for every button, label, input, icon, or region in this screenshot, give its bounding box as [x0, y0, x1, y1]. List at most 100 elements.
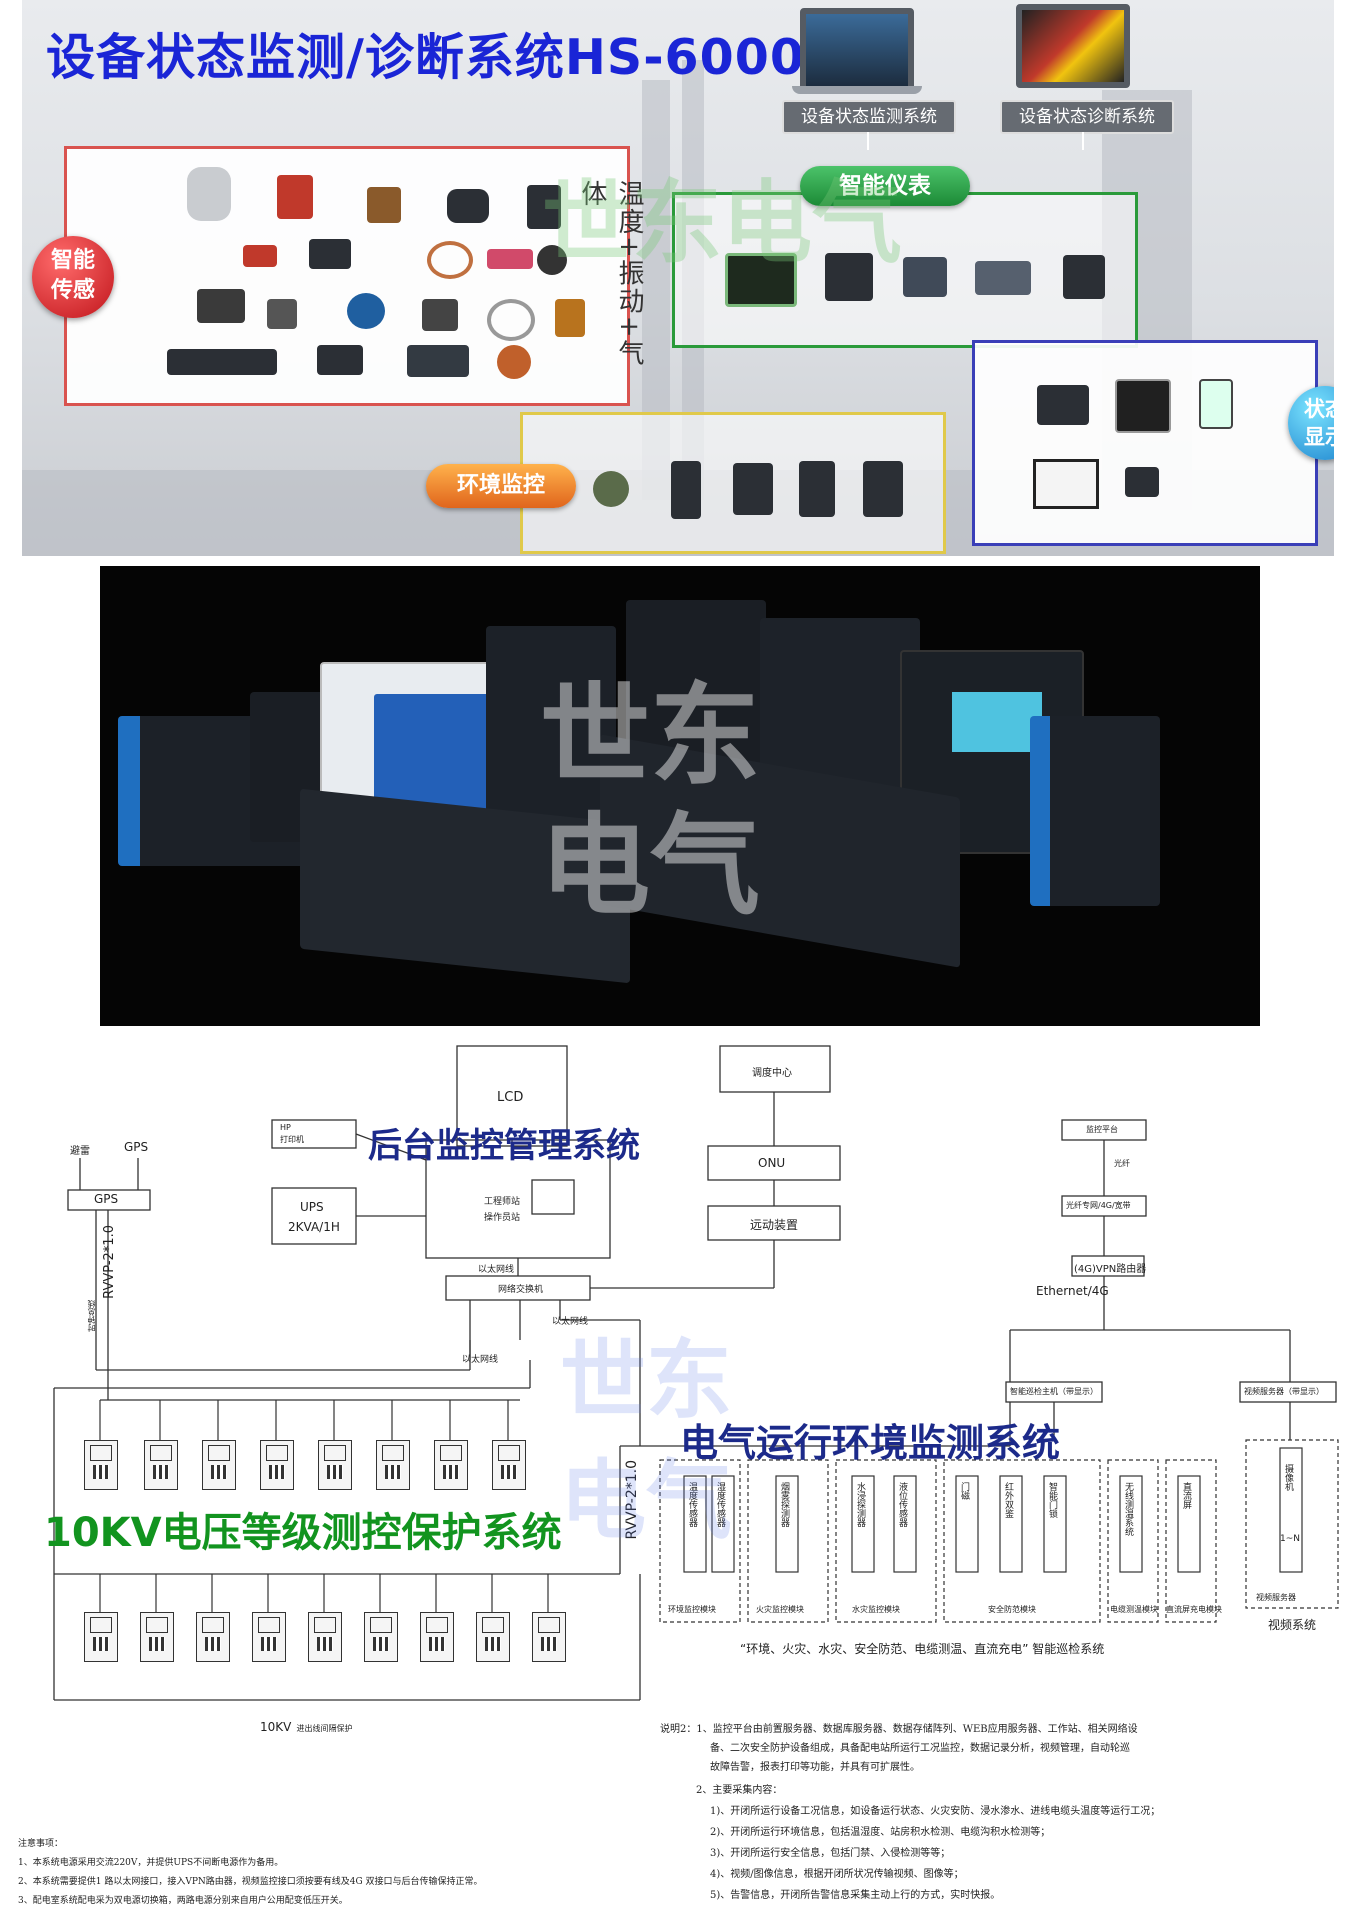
ct-ring-device [497, 345, 531, 379]
relay-device [532, 1612, 566, 1662]
meter-device [903, 257, 947, 297]
group-cable-label: 电缆测温模块 [1110, 1605, 1158, 1614]
ups-capacity-label: 2KVA/1H [288, 1220, 340, 1234]
sensor-smoke: 烟雾探测器 [779, 1482, 789, 1527]
sensing-types-text: 温度+振动+气体 [577, 180, 644, 368]
meter-device [825, 253, 873, 301]
vibration-sensor [537, 245, 567, 275]
sensing-panel [64, 146, 630, 406]
relay-device [84, 1440, 118, 1490]
note-left-item-1: 1、本系统电源采用交流220V，并提供UPS不间断电源作为备用。 [18, 1858, 284, 1868]
status-display-panel [972, 340, 1318, 546]
display-device [1037, 385, 1089, 425]
relay-device [308, 1612, 342, 1662]
monitor-screen [1016, 4, 1130, 88]
relay-device [420, 1612, 454, 1662]
rack-device [167, 349, 277, 375]
display-device [1115, 379, 1171, 433]
host-left-label: 智能巡检主机（带显示） [1010, 1387, 1098, 1396]
coil-sensor [555, 299, 585, 337]
node-sensor [309, 239, 351, 269]
ethernet-label-2: 以太网线 [552, 1317, 589, 1327]
lcd-screen [952, 692, 1042, 752]
collector-device [317, 345, 363, 375]
meter-device [725, 253, 797, 307]
system-banner: 设备状态监测/诊断系统HS-6000 设备状态监测系统 设备状态诊断系统 温度 [22, 0, 1334, 556]
gps-antenna-label: GPS [124, 1140, 149, 1154]
smart-sensing-badge: 智能 传感 [32, 236, 114, 318]
group-env-label: 环境监控模块 [668, 1605, 716, 1614]
hub-sensor [197, 289, 245, 323]
relay-device [476, 1612, 510, 1662]
rvvp-cable-label: RVVP-2*1.0 [102, 1225, 117, 1299]
env-sensor [799, 461, 835, 517]
sensor-camera: 摄像机 [1283, 1464, 1293, 1491]
sensor-humidity: 湿度传感器 [715, 1482, 725, 1527]
kv-system-title: 10KV电压等级测控保护系统 [44, 1510, 562, 1556]
note-right-item-1: 1)、开闭所运行设备工况信息，如设备运行状态、火灾安防、浸水渗水、进线电缆头温度… [710, 1806, 1161, 1817]
diagram-watermark-2: 电气 [560, 1451, 732, 1551]
bottom-relay-row [80, 1574, 600, 1694]
antenna-device [267, 299, 297, 329]
note-left-head: 注意事项： [18, 1839, 64, 1849]
top-relay-row [80, 1400, 550, 1490]
bottom-relay-drops [99, 1574, 549, 1612]
note-left-item-2: 2、本系统需要提供1 路以太网接口，接入VPN路由器，视频监控接口须按要有线及4… [18, 1877, 483, 1887]
sensor-level: 液位传感器 [897, 1482, 907, 1527]
relay-device [202, 1440, 236, 1490]
camera-sensor [187, 167, 231, 221]
transformer-sensor [367, 187, 401, 223]
monitor-platform-label: 监控平台 [1086, 1125, 1118, 1134]
banner-watermark: 世东电气 [542, 171, 902, 276]
note-right-item-5: 5)、告警信息，开闭所告警信息采集主动上行的方式，实时快报。 [710, 1890, 1001, 1901]
host-right-label: 视频服务器（带显示） [1244, 1387, 1324, 1396]
note-left-item-3: 3、配电室系统配电采为双电源切换箱，两路电源分别来自用户公用配变低压开关。 [18, 1896, 348, 1906]
ethernet-4g-label: Ethernet/4G [1036, 1284, 1109, 1298]
top-relay-drops [99, 1400, 509, 1440]
gateway-sensor [422, 299, 458, 331]
relay-device [364, 1612, 398, 1662]
inspection-caption: “环境、火灾、水灾、安全防范、电缆测温、直流充电” 智能巡检系统 [740, 1642, 1105, 1656]
lightning-label: 避雷 [70, 1146, 90, 1157]
connector-line [1082, 132, 1084, 150]
display-device [1033, 459, 1099, 509]
network-switch-label: 网络交换机 [498, 1285, 544, 1295]
reel-sensor [347, 293, 385, 329]
notes-left: 注意事项： 1、本系统电源采用交流220V，并提供UPS不间断电源作为备用。 2… [18, 1836, 638, 1906]
diagnose-system-tag: 设备状态诊断系统 [1000, 100, 1174, 134]
sensor-camera-count: 1~N [1280, 1534, 1300, 1544]
sensor-temperature: 温度传感器 [687, 1482, 697, 1527]
note-right-item-2: 2)、开闭所运行环境信息，包括温湿度、站房积水检测、电缆沟积水检测等； [710, 1827, 1051, 1838]
product-photo: 世东 电气 [100, 566, 1260, 1026]
group-fire-label: 火灾监控模块 [756, 1605, 804, 1614]
connector-line [867, 132, 869, 150]
tag-sensor [487, 249, 533, 269]
display-device [1199, 379, 1233, 429]
note-right-item-4: 4)、视频/图像信息，根据开闭所状况传输视频、图像等； [710, 1869, 964, 1880]
env-sensor [863, 461, 903, 517]
terminal-device [407, 345, 469, 377]
engineer-station-label: 工程师站 [484, 1197, 521, 1207]
env-system-title: 电气运行环境监测系统 [680, 1421, 1061, 1465]
smart-meters-badge: 智能仪表 [800, 166, 970, 206]
monitor-system-tag: 设备状态监测系统 [782, 100, 956, 134]
relay-device [140, 1612, 174, 1662]
photo-watermark-2: 电气 [540, 802, 760, 930]
operator-station-label: 操作员站 [484, 1213, 521, 1223]
sensor-door: 门磁 [959, 1482, 969, 1500]
kv-bottom-label: 10KV [260, 1720, 292, 1734]
note-right-head-num: 说明2：1、 [660, 1724, 713, 1735]
group-dc-label: 直流屏充电模块 [1166, 1605, 1222, 1614]
note-right-line-1: 监控平台由前置服务器、数据库服务器、数据存储阵列、WEB应用服务器、工作站、相关… [712, 1724, 1138, 1735]
display-device [1125, 467, 1159, 497]
hp-label: HP [280, 1123, 291, 1132]
ct-sensor [447, 189, 489, 223]
group-flood-label: 水灾监控模块 [852, 1605, 900, 1614]
relay-device [260, 1440, 294, 1490]
env-sensor [593, 471, 629, 507]
env-sensor [671, 461, 701, 519]
sensor-water: 水浸探测器 [855, 1482, 865, 1527]
relay-device [434, 1440, 468, 1490]
status-display-badge: 状态 显示 [1288, 386, 1334, 460]
